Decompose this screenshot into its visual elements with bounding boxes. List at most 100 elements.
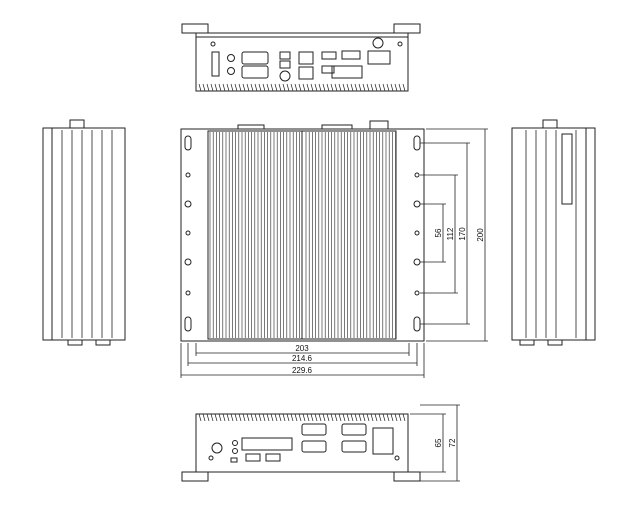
fin-tooth — [298, 413, 302, 422]
fin-tooth — [210, 413, 214, 422]
rear-bracket-right — [393, 23, 421, 34]
right-side-bracket — [585, 127, 596, 341]
lan-port — [298, 66, 314, 80]
fin-tooth — [322, 413, 326, 422]
mount-hole — [184, 200, 192, 208]
front-view — [181, 413, 421, 482]
dimension-lines — [180, 128, 488, 482]
usb-port — [279, 60, 291, 69]
fin-tooth — [246, 413, 250, 422]
led-indicator — [232, 448, 238, 454]
fin-tooth — [282, 413, 286, 422]
right-side-view — [511, 119, 596, 346]
fin-tooth — [202, 83, 206, 92]
terminal-block — [372, 427, 394, 455]
fin-tooth — [306, 83, 310, 92]
dim-label-214-6: 214.6 — [292, 354, 313, 363]
left-side-body — [42, 127, 126, 341]
mount-hole — [185, 172, 191, 178]
fin-tooth — [366, 83, 370, 92]
fin-tooth — [214, 83, 218, 92]
fin-tooth — [402, 83, 406, 92]
fin-tooth — [278, 413, 282, 422]
front-fins — [198, 413, 406, 422]
fin-tooth — [314, 413, 318, 422]
lan-port — [298, 51, 314, 65]
fin-tooth — [374, 413, 378, 422]
dim-label-65: 65 — [434, 438, 443, 447]
fin-tooth — [402, 413, 406, 422]
fin-tooth — [302, 83, 306, 92]
led-indicator — [227, 54, 235, 62]
fin-tooth — [378, 83, 382, 92]
fin-tooth — [390, 83, 394, 92]
dim-label-72: 72 — [448, 438, 457, 447]
fin-tooth — [394, 83, 398, 92]
fin-tooth — [242, 83, 246, 92]
right-side-foot — [547, 339, 563, 346]
fin-tooth — [350, 413, 354, 422]
dim-label-56: 56 — [434, 228, 443, 237]
top-connector — [369, 120, 389, 130]
serial-port — [241, 65, 269, 79]
sim-slot — [230, 457, 238, 463]
fin-tooth — [274, 83, 278, 92]
mount-hole — [414, 290, 420, 296]
fin-tooth — [366, 413, 370, 422]
fin-tooth — [234, 413, 238, 422]
dim-label-112: 112 — [446, 227, 455, 240]
fin-tooth — [262, 83, 266, 92]
mount-holes — [184, 135, 421, 332]
mount-hole — [414, 172, 420, 178]
fin-tooth — [206, 413, 210, 422]
led-indicator — [227, 67, 235, 75]
left-side-foot — [95, 339, 111, 346]
usb-port — [265, 453, 281, 462]
fin-tooth — [346, 413, 350, 422]
fin-tooth — [218, 413, 222, 422]
fin-tooth — [270, 413, 274, 422]
fin-tooth — [250, 413, 254, 422]
fin-tooth — [222, 83, 226, 92]
fin-tooth — [330, 83, 334, 92]
fin-tooth — [318, 413, 322, 422]
fin-tooth — [226, 83, 230, 92]
fin-tooth — [258, 413, 262, 422]
right-side-top-tab — [542, 119, 558, 129]
fin-tooth — [382, 83, 386, 92]
fin-tooth — [350, 83, 354, 92]
right-side-fins — [525, 130, 577, 338]
fin-tooth — [338, 413, 342, 422]
fin-tooth — [354, 413, 358, 422]
rear-body — [195, 32, 409, 92]
expansion-slot — [241, 437, 293, 451]
fin-tooth — [254, 413, 258, 422]
fin-tooth — [326, 83, 330, 92]
top-connector — [321, 124, 353, 130]
usb-port — [245, 453, 261, 462]
fin-tooth — [294, 413, 298, 422]
fin-tooth — [346, 83, 350, 92]
dvi-port — [331, 65, 363, 79]
fin-tooth — [238, 413, 242, 422]
left-side-bracket — [42, 127, 53, 341]
mount-slot — [413, 135, 421, 151]
serial-port — [341, 440, 367, 453]
mount-hole — [413, 200, 421, 208]
fin-tooth — [198, 413, 202, 422]
serial-port — [241, 51, 269, 65]
screw — [210, 41, 216, 47]
rear-top-flange — [195, 32, 409, 38]
fin-tooth — [370, 83, 374, 92]
fin-tooth — [398, 83, 402, 92]
fin-tooth — [290, 83, 294, 92]
right-side-panel — [561, 133, 573, 205]
screw — [208, 455, 214, 461]
fin-tooth — [342, 413, 346, 422]
fin-tooth — [334, 83, 338, 92]
mount-hole — [413, 258, 421, 266]
left-side-top-tab — [69, 119, 85, 129]
fin-tooth — [310, 413, 314, 422]
serial-port — [341, 423, 367, 436]
